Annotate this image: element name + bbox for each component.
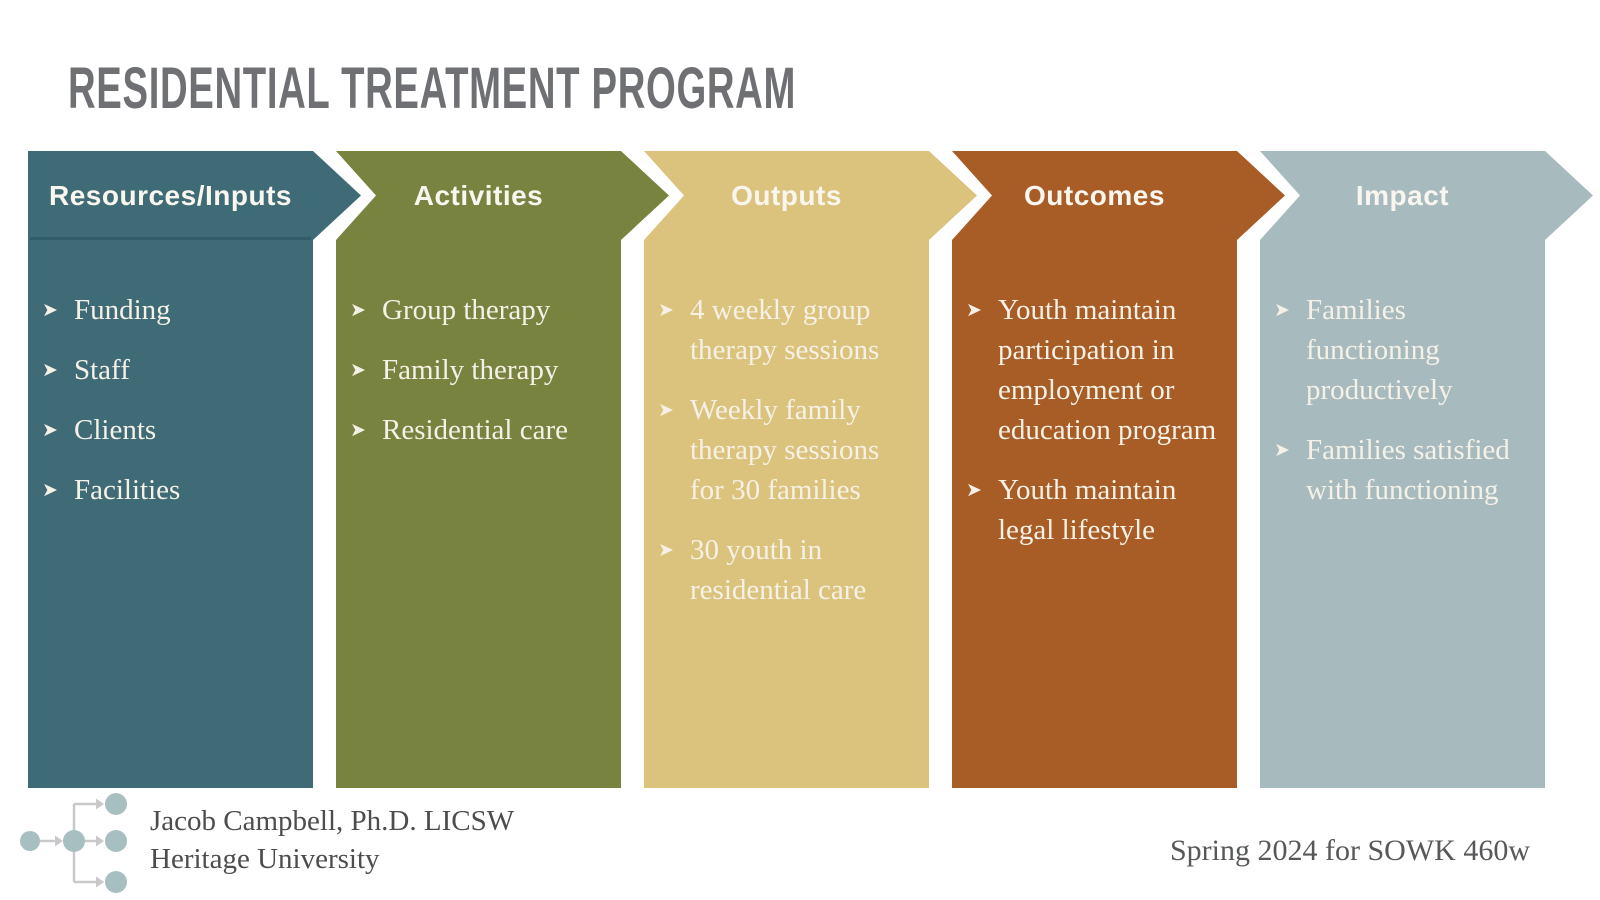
column-activities: Activities➤Group therapy➤Family therapy➤… [336, 151, 669, 788]
column-resources-inputs: Resources/Inputs ➤ Funding ➤ Staff ➤ Clients ➤ F… [28, 151, 361, 788]
arrowhead-bullet-icon: ➤ [42, 479, 58, 501]
list-item-text: Group therapy [382, 294, 551, 326]
list-item-text: 4 weekly group therapy sessions [690, 294, 880, 366]
column-header-resources-inputs: Resources/Inputs [49, 179, 292, 211]
column-outputs: Outputs➤4 weekly group therapy sessions➤… [644, 151, 977, 788]
list-item-text: Funding [74, 294, 171, 326]
list-item-text: Staff [74, 354, 130, 386]
list-item: ➤ 30 youth in residential care [658, 530, 918, 610]
institution-name: Heritage University [150, 843, 380, 875]
list-item: ➤ Weekly family therapy sessions for 30 f… [658, 390, 918, 510]
column-header-outcomes: Outcomes [1024, 179, 1165, 211]
column-list-outcomes: ➤ Youth maintain participation in employm… [966, 290, 1226, 570]
list-item-text: Families functioning productively [1306, 294, 1453, 406]
course-term: Spring 2024 for SOWK 460w [1170, 834, 1530, 867]
list-item: ➤ Families functioning productively [1274, 290, 1534, 410]
list-item-text: Facilities [74, 474, 181, 506]
footer-author-block: Jacob Campbell, Ph.D. LICSW Heritage Uni… [150, 802, 514, 878]
arrowhead-bullet-icon: ➤ [966, 479, 982, 501]
arrowhead-bullet-icon: ➤ [1274, 439, 1290, 461]
column-list-resources-inputs: ➤ Funding ➤ Staff ➤ Clients ➤ Facilities [42, 290, 302, 530]
list-item-text: 30 youth in residential care [690, 534, 867, 606]
list-item-text: Youth maintain participation in employme… [998, 294, 1217, 446]
column-list-impact: ➤ Families functioning productively ➤ Famil… [1274, 290, 1534, 530]
list-item: ➤ Clients [42, 410, 302, 450]
list-item: ➤ Families satisfied with functioning [1274, 430, 1534, 510]
arrowhead-bullet-icon: ➤ [658, 539, 674, 561]
list-item-text: Residential care [382, 414, 568, 446]
arrowhead-bullet-icon: ➤ [350, 359, 366, 381]
column-list-outputs: ➤ 4 weekly group therapy sessions ➤ Weekly … [658, 290, 918, 630]
flow-chart-logo-icon [20, 793, 127, 893]
arrowhead-bullet-icon: ➤ [42, 299, 58, 321]
arrowhead-bullet-icon: ➤ [42, 419, 58, 441]
list-item: ➤ Funding [42, 290, 302, 330]
page-title: RESIDENTIAL TREATMENT PROGRAM [68, 56, 797, 121]
column-impact: Impact ➤ Families functioning productively… [1260, 151, 1593, 788]
list-item: ➤ 4 weekly group therapy sessions [658, 290, 918, 370]
list-item-text: Family therapy [382, 354, 559, 386]
list-item: ➤ Youth maintain participation in employm… [966, 290, 1226, 450]
list-item: ➤ Staff [42, 350, 302, 390]
column-list-activities: ➤ Group therapy ➤ Family therapy ➤ Residentia… [350, 290, 610, 470]
list-item: ➤ Youth maintain legal lifestyle [966, 470, 1226, 550]
arrowhead-bullet-icon: ➤ [1274, 299, 1290, 321]
list-item-text: Families satisfied with functioning [1306, 434, 1510, 506]
list-item: ➤ Residential care [350, 410, 610, 450]
arrowhead-bullet-icon: ➤ [42, 359, 58, 381]
list-item-text: Clients [74, 414, 157, 446]
arrowhead-bullet-icon: ➤ [966, 299, 982, 321]
author-name: Jacob Campbell, Ph.D. LICSW [150, 805, 515, 837]
arrowhead-bullet-icon: ➤ [350, 419, 366, 441]
column-header-outputs: Outputs [731, 179, 842, 211]
header-divider-line [30, 237, 311, 240]
column-header-activities: Activities [413, 179, 544, 211]
arrowhead-bullet-icon: ➤ [658, 399, 674, 421]
list-item-text: Youth maintain legal lifestyle [998, 474, 1177, 546]
arrowhead-bullet-icon: ➤ [658, 299, 674, 321]
column-outcomes: Outcomes ➤ Youth maintain participation in… [952, 151, 1285, 788]
list-item: ➤ Family therapy [350, 350, 610, 390]
list-item: ➤ Facilities [42, 470, 302, 510]
arrowhead-bullet-icon: ➤ [350, 299, 366, 321]
column-header-impact: Impact [1355, 179, 1450, 211]
list-item: ➤ Group therapy [350, 290, 610, 330]
list-item-text: Weekly family therapy sessions for 30 fa… [690, 394, 880, 506]
